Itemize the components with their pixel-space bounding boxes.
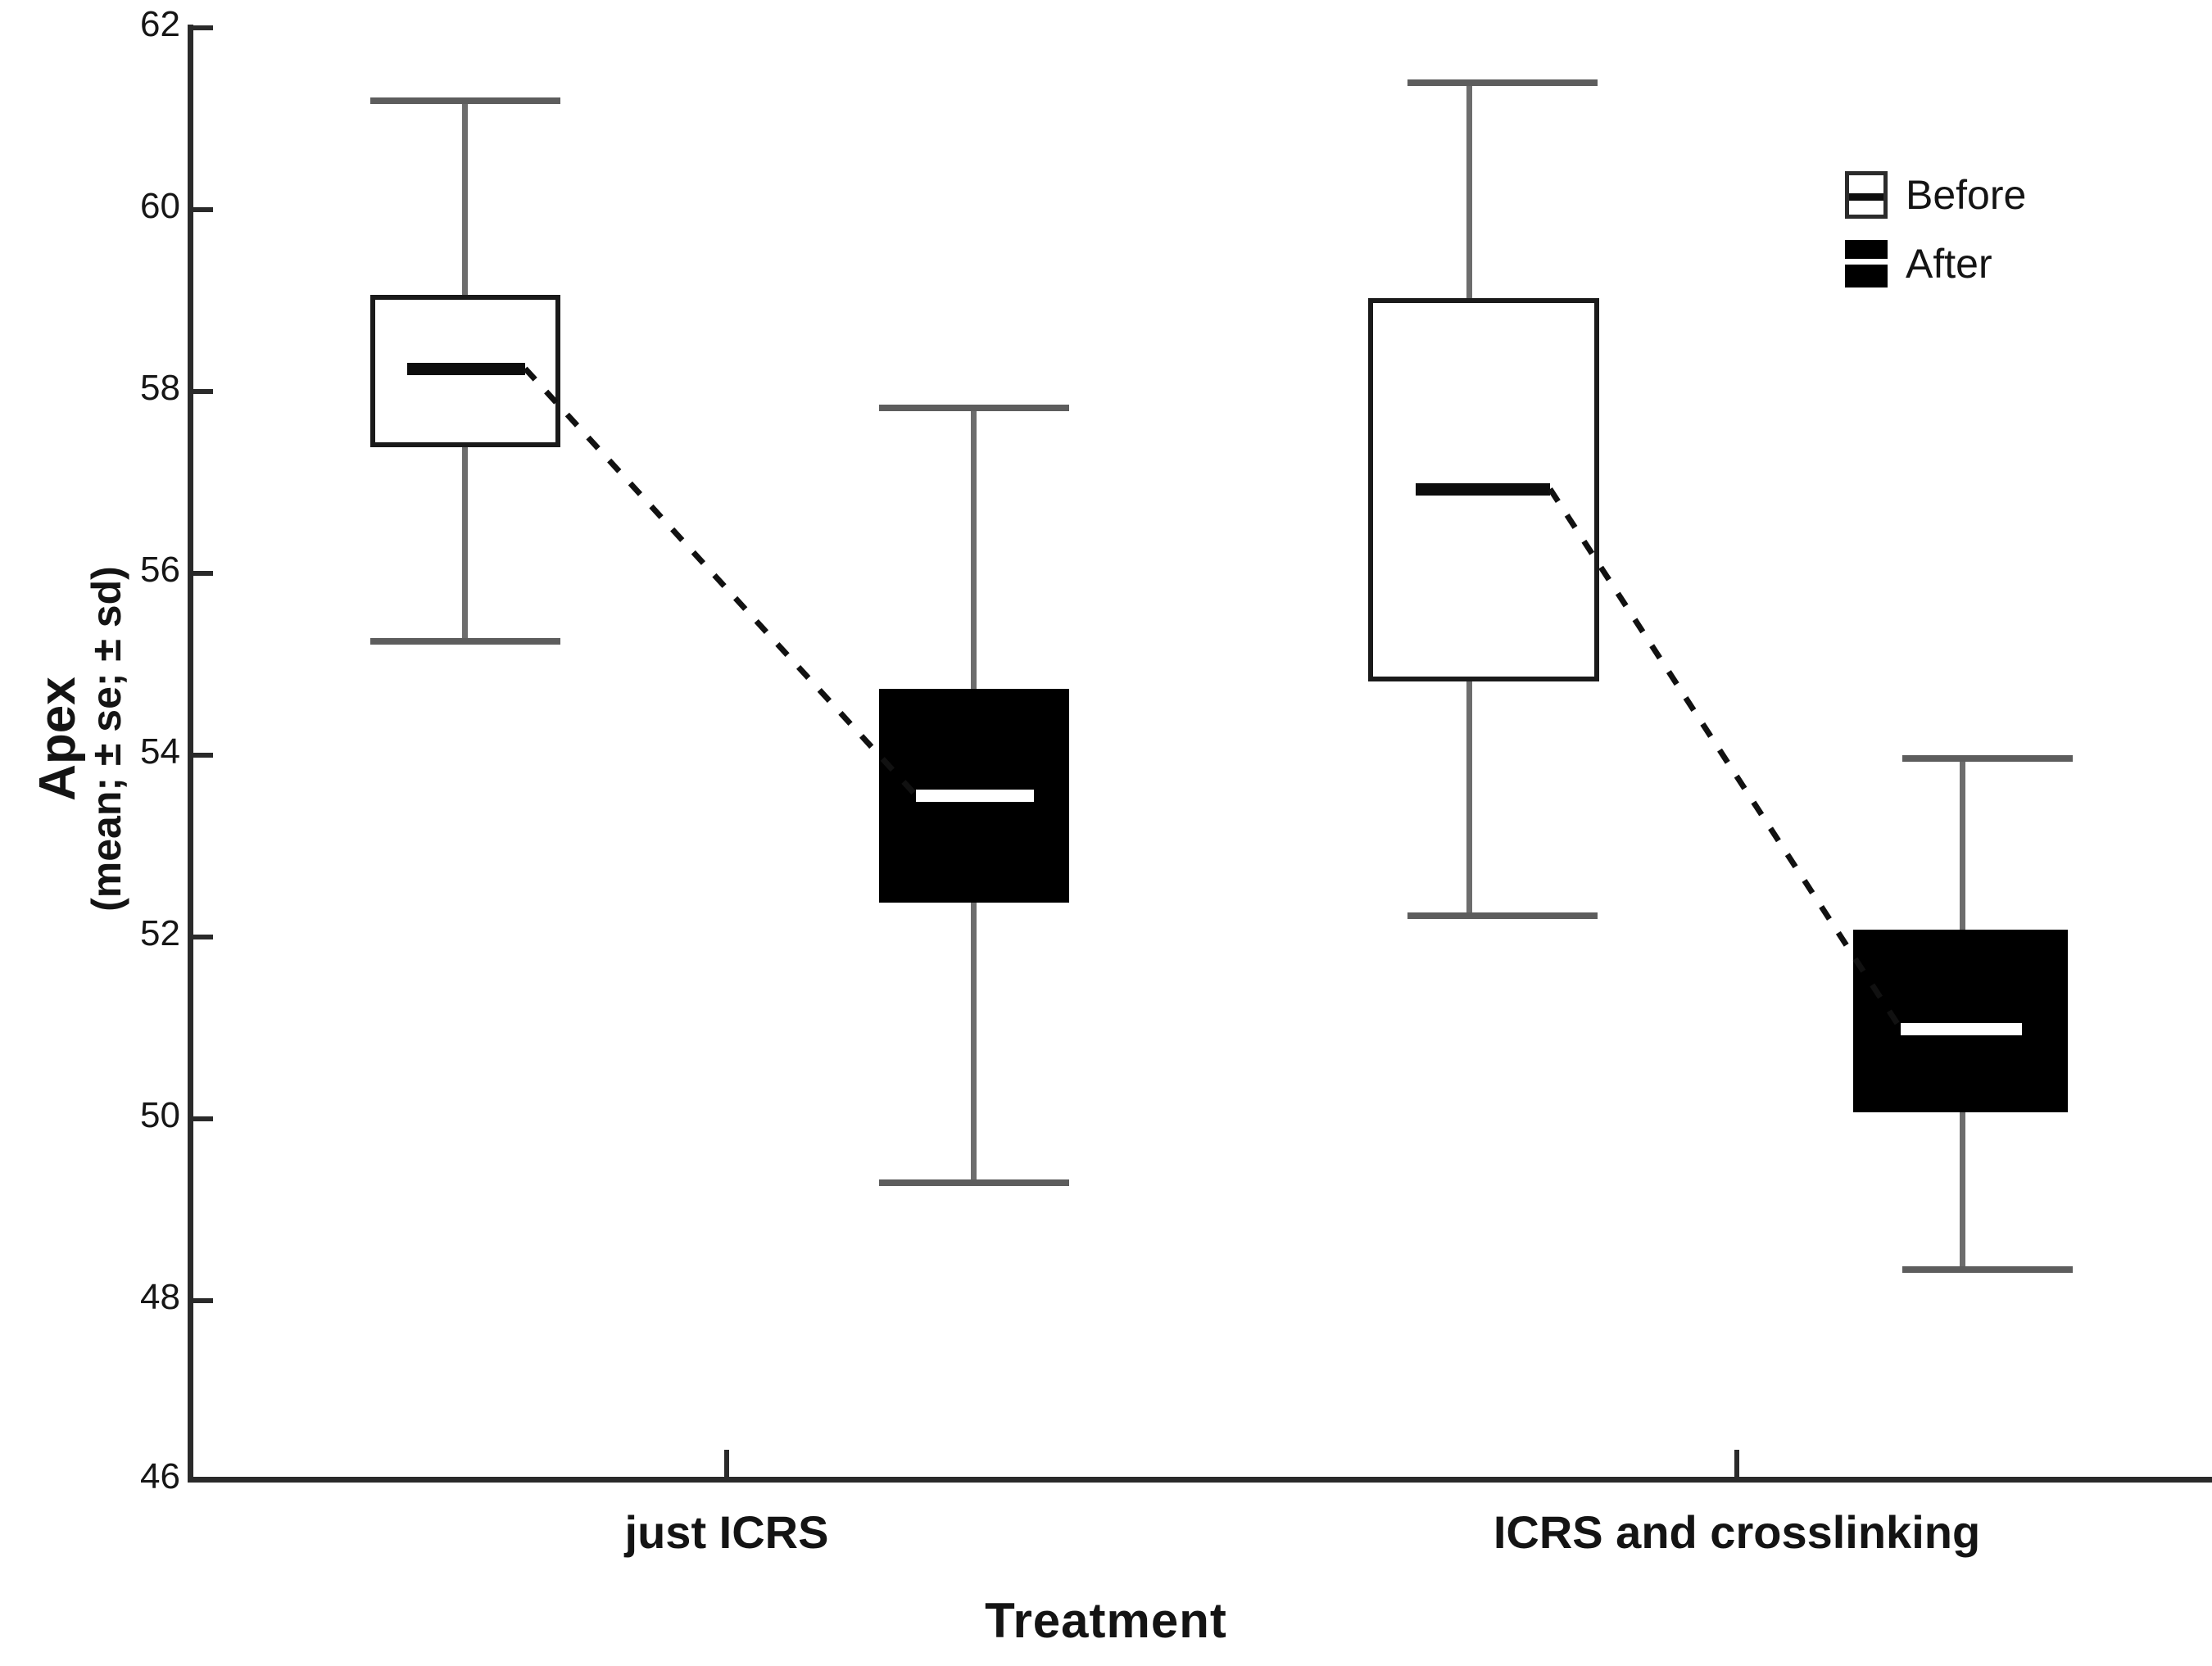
x-tick-just-icrs xyxy=(724,1450,729,1479)
y-axis-title-sub: (mean; ± se; ± sd) xyxy=(84,566,130,912)
whisker-lower-cap xyxy=(1407,912,1598,919)
y-tick-label-54: 54 xyxy=(140,731,180,772)
legend-label-before: Before xyxy=(1906,172,2027,218)
y-tick-62 xyxy=(193,25,213,30)
x-tick-label-just-icrs: just ICRS xyxy=(624,1506,829,1558)
legend-swatch-after-icon xyxy=(1845,240,1888,287)
whisker-lower-cap xyxy=(370,638,560,645)
legend-item-after[interactable]: After xyxy=(1845,229,2026,298)
whisker-lower-line xyxy=(462,447,468,641)
legend: Before After xyxy=(1845,161,2026,298)
whisker-upper-cap xyxy=(1902,755,2073,762)
y-tick-54 xyxy=(193,753,213,758)
whisker-upper-cap xyxy=(1407,79,1598,86)
mean-line xyxy=(1416,483,1550,496)
mean-line xyxy=(407,363,525,375)
mean-line xyxy=(1901,1023,2022,1035)
mean-line xyxy=(916,790,1034,802)
y-tick-60 xyxy=(193,207,213,212)
x-tick-icrs-crosslinking xyxy=(1734,1450,1739,1479)
whisker-lower-line xyxy=(971,903,977,1183)
y-tick-58 xyxy=(193,389,213,394)
legend-swatch-before-icon xyxy=(1845,171,1888,219)
whisker-lower-line xyxy=(1466,681,1472,916)
connector-just-icrs xyxy=(523,366,918,798)
whisker-upper-line xyxy=(1466,82,1472,298)
whisker-upper-cap xyxy=(370,97,560,104)
y-tick-46 xyxy=(193,1478,213,1483)
y-tick-label-58: 58 xyxy=(140,368,180,408)
legend-item-before[interactable]: Before xyxy=(1845,161,2026,229)
whisker-lower-cap xyxy=(1902,1266,2073,1273)
y-tick-52 xyxy=(193,935,213,939)
box-body xyxy=(1853,930,2068,1112)
whisker-lower-cap xyxy=(879,1179,1069,1186)
whisker-upper-line xyxy=(971,407,977,689)
whisker-upper-line xyxy=(462,100,468,295)
y-tick-label-46: 46 xyxy=(140,1456,180,1496)
y-tick-50 xyxy=(193,1116,213,1121)
connector-crosslinking xyxy=(1548,487,1903,1030)
legend-label-after: After xyxy=(1906,241,1992,287)
x-axis-title: Treatment xyxy=(985,1593,1227,1648)
y-tick-label-56: 56 xyxy=(140,550,180,590)
y-tick-label-52: 52 xyxy=(140,913,180,953)
x-tick-label-icrs-crosslinking: ICRS and crosslinking xyxy=(1493,1506,1981,1558)
y-tick-48 xyxy=(193,1298,213,1303)
whisker-upper-line xyxy=(1960,758,1965,930)
y-axis-title-main: Apex xyxy=(29,677,86,801)
y-tick-56 xyxy=(193,571,213,576)
whisker-upper-cap xyxy=(879,405,1069,411)
whisker-lower-line xyxy=(1960,1112,1965,1270)
y-tick-label-48: 48 xyxy=(140,1277,180,1317)
y-tick-label-50: 50 xyxy=(140,1095,180,1135)
y-axis-line xyxy=(188,25,193,1483)
y-tick-label-60: 60 xyxy=(140,186,180,226)
y-tick-label-62: 62 xyxy=(140,4,180,44)
y-axis-title: Apex (mean; ± se; ± sd) xyxy=(29,370,130,1107)
x-axis-line xyxy=(188,1477,2212,1483)
